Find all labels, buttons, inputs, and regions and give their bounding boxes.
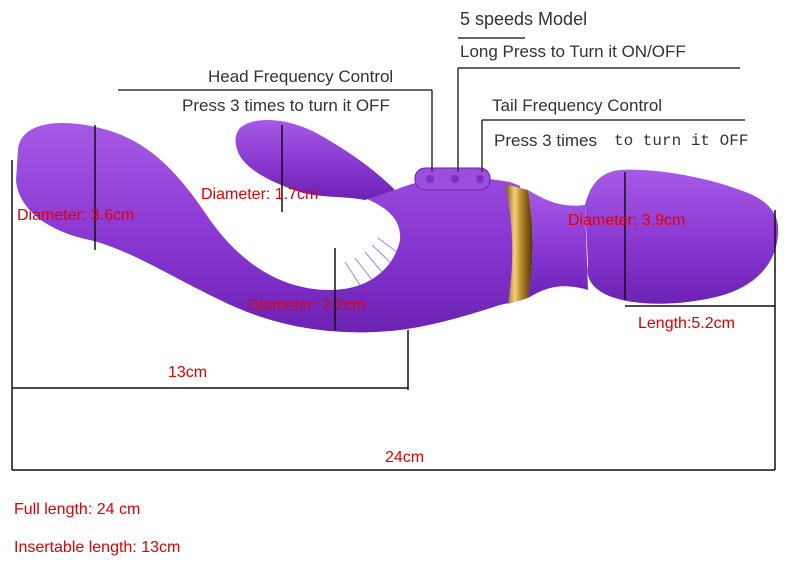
spec-full-length: Full length: 24 cm: [14, 501, 141, 518]
diameter-head-label: Diameter: 3.6cm: [17, 207, 135, 224]
spec-insertable-length: Insertable length: 13cm: [14, 539, 181, 556]
diameter-shaft-label: Diameter: 2.2cm: [248, 297, 366, 314]
head-note: Press 3 times to turn it OFF: [182, 96, 390, 115]
power-note: Long Press to Turn it ON/OFF: [460, 42, 686, 61]
main-shaft: [16, 123, 522, 333]
speeds-title: 5 speeds Model: [460, 9, 588, 29]
button-center[interactable]: [451, 175, 459, 183]
head-title: Head Frequency Control: [208, 67, 394, 86]
measurement-lines: [11, 160, 776, 471]
tail-neck: [528, 190, 588, 298]
diameter-tail-label: Diameter: 3.9cm: [568, 212, 686, 229]
tail-bulb: [585, 169, 779, 304]
diameter-markers: [94, 125, 626, 330]
callout-lines: [118, 37, 745, 172]
tail-title: Tail Frequency Control: [492, 96, 663, 115]
button-right[interactable]: [476, 175, 484, 183]
rib-texture: [344, 237, 398, 286]
tail-length-label: Length:5.2cm: [638, 315, 735, 332]
tail-note-b: to turn it OFF: [614, 132, 749, 150]
clit-arm: [235, 119, 395, 200]
diameter-clit-label: Diameter: 1.7cm: [201, 186, 319, 203]
tail-note-a: Press 3 times: [494, 131, 597, 150]
insert-length-label: 13cm: [168, 364, 208, 381]
button-left[interactable]: [426, 175, 434, 183]
full-length-label: 24cm: [385, 449, 425, 466]
gold-band: [505, 184, 533, 304]
